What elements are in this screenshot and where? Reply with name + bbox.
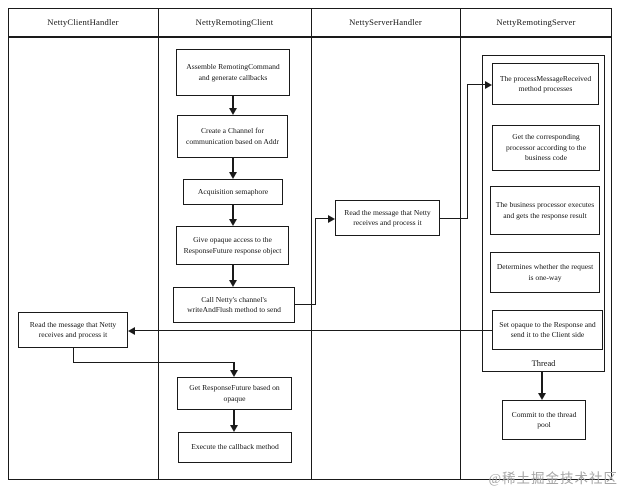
flow-node-business-processor-executes: The business processor executes and gets… <box>490 186 600 235</box>
connector-writeflush-v <box>314 217 316 305</box>
arrow-semaphore-to-give-opaque <box>232 205 234 220</box>
arrowhead-down-icon <box>538 393 546 400</box>
arrowhead-down-icon <box>230 370 238 377</box>
diagram-border <box>8 8 612 480</box>
connector-serverread-v <box>466 83 468 219</box>
thread-container-label: Thread <box>531 359 556 368</box>
connector-writeflush-h1 <box>295 303 316 305</box>
connector-clientread-v1 <box>72 348 74 363</box>
lane-header-netty-remoting-server: NettyRemotingServer <box>496 17 576 27</box>
lane-header-netty-client-handler: NettyClientHandler <box>47 17 119 27</box>
flow-node-commit-thread-pool: Commit to the thread pool <box>502 400 586 440</box>
connector-serverread-h2 <box>466 83 486 85</box>
flow-node-acquisition-semaphore: Acquisition semaphore <box>183 179 283 205</box>
flow-node-execute-callback: Execute the callback method <box>178 432 292 463</box>
flow-node-write-and-flush: Call Netty's channel's writeAndFlush met… <box>173 287 295 323</box>
lane-divider-1 <box>157 8 159 480</box>
connector-clientread-h <box>72 361 235 363</box>
lane-divider-2 <box>310 8 312 480</box>
arrowhead-down-icon <box>229 219 237 226</box>
arrowhead-left-icon <box>128 326 135 335</box>
arrowhead-right-icon <box>328 214 335 223</box>
arrowhead-down-icon <box>229 108 237 115</box>
lane-divider-3 <box>459 8 461 480</box>
lane-header-netty-server-handler: NettyServerHandler <box>349 17 422 27</box>
connector-serverread-h1 <box>440 217 468 219</box>
arrowhead-right-icon <box>485 80 492 89</box>
arrow-assemble-to-create-channel <box>232 96 234 109</box>
arrow-create-channel-to-semaphore <box>232 158 234 173</box>
arrowhead-down-icon <box>230 425 238 432</box>
connector-writeflush-h2 <box>314 217 329 219</box>
arrowhead-down-icon <box>229 280 237 287</box>
lane-header-netty-remoting-client: NettyRemotingClient <box>195 17 274 27</box>
flow-node-get-processor: Get the corresponding processor accordin… <box>492 125 600 171</box>
flow-node-set-opaque-response: Set opaque to the Response and send it t… <box>492 310 603 350</box>
connector-setopaque-to-clientread <box>135 329 492 331</box>
flow-node-determine-one-way: Determines whether the request is one-wa… <box>490 252 600 293</box>
arrow-response-future-to-callback <box>233 410 235 426</box>
flow-node-server-read-message: Read the message that Netty receives and… <box>335 200 440 236</box>
flow-node-create-channel: Create a Channel for communication based… <box>177 115 288 158</box>
header-separator-line <box>8 36 612 38</box>
watermark-text: @稀土掘金技术社区 <box>488 471 618 486</box>
arrowhead-down-icon <box>229 172 237 179</box>
flow-node-get-response-future: Get ResponseFuture based on opaque <box>177 377 292 410</box>
connector-clientread-v2 <box>233 361 235 372</box>
flow-node-process-message-received: The processMessageReceived method proces… <box>492 63 599 105</box>
thread-container: Thread <box>482 55 605 372</box>
flow-node-client-read-message: Read the message that Netty receives and… <box>18 312 128 348</box>
flow-node-assemble-remoting-command: Assemble RemotingCommand and generate ca… <box>176 49 290 96</box>
arrow-thread-to-commit-pool <box>541 372 543 394</box>
arrow-give-opaque-to-write-flush <box>232 265 234 281</box>
flow-node-give-opaque-access: Give opaque access to the ResponseFuture… <box>176 226 289 265</box>
